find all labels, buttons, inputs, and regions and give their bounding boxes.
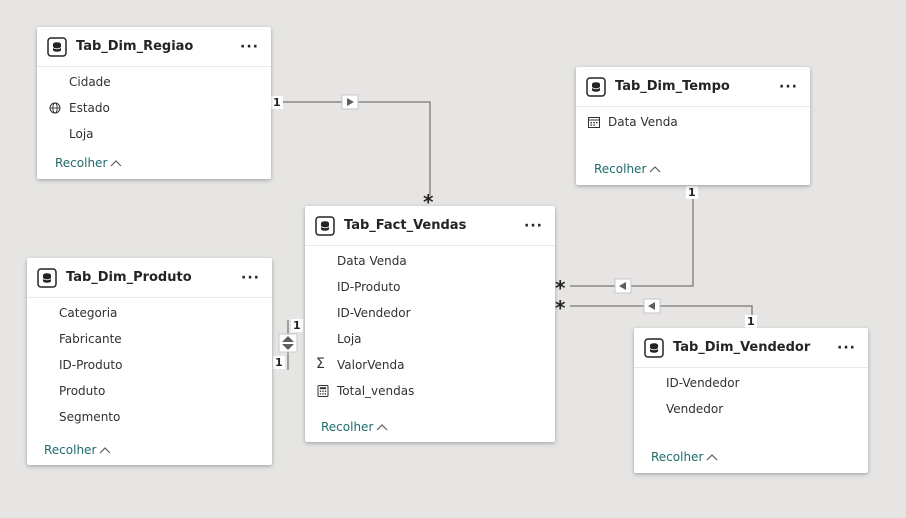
field-item[interactable]: Estado — [37, 95, 271, 121]
cardinality-fact-many-tempo: * — [555, 276, 566, 300]
field-item[interactable]: Loja — [305, 326, 555, 352]
table-card-header[interactable]: Tab_Dim_Regiao ··· — [37, 27, 271, 67]
collapse-button[interactable]: Recolher — [321, 420, 388, 434]
table-icon — [315, 215, 335, 236]
field-label: Total_vendas — [337, 384, 415, 398]
chevron-up-icon — [376, 424, 388, 431]
field-label: Fabricante — [59, 332, 122, 346]
field-label: Data Venda — [608, 115, 678, 129]
cardinality-tempo-one: 1 — [686, 186, 698, 199]
field-label: Cidade — [69, 75, 111, 89]
field-label: ID-Vendedor — [337, 306, 411, 320]
table-icon — [644, 337, 664, 358]
collapse-label: Recolher — [44, 443, 97, 457]
field-item[interactable]: Vendedor — [634, 396, 868, 422]
filter-direction-arrow-vendedor[interactable] — [643, 298, 661, 314]
table-title: Tab_Dim_Vendedor — [673, 340, 811, 355]
field-item[interactable]: Fabricante — [27, 326, 272, 352]
table-card-produto[interactable]: Tab_Dim_Produto ··· Categoria Fabricante… — [27, 258, 272, 465]
filter-direction-arrow-tempo[interactable] — [614, 278, 632, 294]
calculator-icon — [317, 385, 329, 397]
more-options-icon[interactable]: ··· — [240, 38, 259, 55]
collapse-button[interactable]: Recolher — [44, 443, 111, 457]
field-item[interactable]: Data Venda — [305, 248, 555, 274]
field-label: ID-Vendedor — [666, 376, 740, 390]
field-label: Estado — [69, 101, 110, 115]
table-icon — [37, 267, 57, 288]
cardinality-fact-many-vendedor: * — [555, 296, 566, 320]
field-item[interactable]: Segmento — [27, 404, 272, 430]
relationship-line-vendedor-fact — [570, 305, 753, 316]
more-options-icon[interactable]: ··· — [524, 217, 543, 234]
field-label: Categoria — [59, 306, 118, 320]
field-item[interactable]: Produto — [27, 378, 272, 404]
collapse-button[interactable]: Recolher — [55, 156, 122, 170]
field-list: Data Venda — [576, 107, 810, 135]
more-options-icon[interactable]: ··· — [779, 78, 798, 95]
chevron-up-icon — [706, 454, 718, 461]
field-item[interactable]: ID-Vendedor — [305, 300, 555, 326]
table-title: Tab_Dim_Produto — [66, 270, 192, 285]
field-item[interactable]: Σ ValorVenda — [305, 352, 555, 378]
field-item[interactable]: ID-Vendedor — [634, 370, 868, 396]
filter-direction-arrow-regiao[interactable] — [341, 94, 359, 110]
collapse-label: Recolher — [55, 156, 108, 170]
field-label: Loja — [69, 127, 94, 141]
collapse-label: Recolher — [651, 450, 704, 464]
chevron-up-icon — [99, 447, 111, 454]
collapse-label: Recolher — [321, 420, 374, 434]
table-icon — [586, 76, 606, 97]
table-icon — [47, 36, 67, 57]
field-label: Data Venda — [337, 254, 407, 268]
filter-direction-bidirectional-produto[interactable] — [278, 333, 298, 353]
cardinality-produto-one: 1 — [273, 356, 285, 369]
table-card-fact-vendas[interactable]: Tab_Fact_Vendas ··· Data Venda ID-Produt… — [305, 206, 555, 442]
globe-icon — [49, 102, 61, 114]
field-item[interactable]: Data Venda — [576, 109, 810, 135]
collapse-button[interactable]: Recolher — [594, 162, 661, 176]
field-item[interactable]: Total_vendas — [305, 378, 555, 404]
field-label: ID-Produto — [337, 280, 401, 294]
more-options-icon[interactable]: ··· — [241, 269, 260, 286]
more-options-icon[interactable]: ··· — [837, 339, 856, 356]
relationship-line-regiao-fact — [272, 101, 431, 196]
table-card-header[interactable]: Tab_Dim_Tempo ··· — [576, 67, 810, 107]
field-list: Cidade Estado Loja — [37, 67, 271, 147]
field-list: Categoria Fabricante ID-Produto Produto … — [27, 298, 272, 430]
cardinality-regiao-one: 1 — [271, 96, 283, 109]
chevron-up-icon — [110, 160, 122, 167]
field-label: Vendedor — [666, 402, 724, 416]
field-item[interactable]: Cidade — [37, 69, 271, 95]
table-card-header[interactable]: Tab_Fact_Vendas ··· — [305, 206, 555, 246]
chevron-up-icon — [649, 166, 661, 173]
field-item[interactable]: ID-Produto — [27, 352, 272, 378]
field-label: ID-Produto — [59, 358, 123, 372]
table-card-tempo[interactable]: Tab_Dim_Tempo ··· Data Venda Recolher — [576, 67, 810, 185]
field-item[interactable]: Categoria — [27, 300, 272, 326]
table-card-vendedor[interactable]: Tab_Dim_Vendedor ··· ID-Vendedor Vendedo… — [634, 328, 868, 473]
collapse-button[interactable]: Recolher — [651, 450, 718, 464]
table-title: Tab_Fact_Vendas — [344, 218, 467, 233]
field-item[interactable]: ID-Produto — [305, 274, 555, 300]
table-title: Tab_Dim_Tempo — [615, 79, 730, 94]
cardinality-fact-one-produto: 1 — [291, 319, 303, 332]
cardinality-vendedor-one: 1 — [745, 315, 757, 328]
table-card-header[interactable]: Tab_Dim_Produto ··· — [27, 258, 272, 298]
table-title: Tab_Dim_Regiao — [76, 39, 194, 54]
calendar-icon — [588, 117, 600, 128]
field-label: ValorVenda — [337, 358, 405, 372]
field-label: Produto — [59, 384, 106, 398]
field-list: Data Venda ID-Produto ID-Vendedor Loja Σ… — [305, 246, 555, 404]
field-list: ID-Vendedor Vendedor — [634, 368, 868, 422]
field-item[interactable]: Loja — [37, 121, 271, 147]
cardinality-fact-many-regiao: * — [423, 190, 434, 214]
relationship-line-tempo-fact — [570, 186, 694, 287]
table-card-header[interactable]: Tab_Dim_Vendedor ··· — [634, 328, 868, 368]
field-label: Loja — [337, 332, 362, 346]
table-card-regiao[interactable]: Tab_Dim_Regiao ··· Cidade Estado Loja Re… — [37, 27, 271, 179]
sigma-icon: Σ — [316, 356, 325, 372]
field-label: Segmento — [59, 410, 121, 424]
collapse-label: Recolher — [594, 162, 647, 176]
